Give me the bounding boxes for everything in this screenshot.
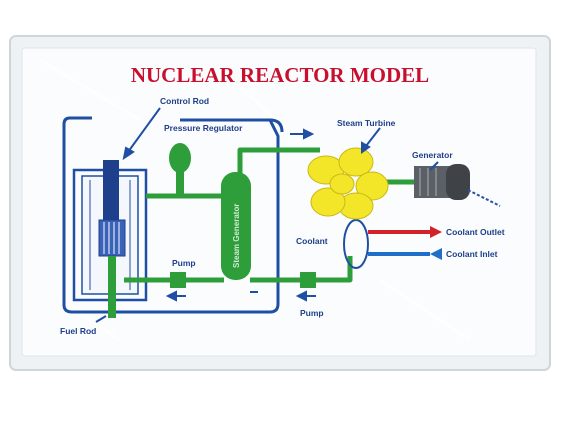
flow-arrows [165,128,316,302]
steam-turbine [307,147,389,220]
blue-frame [62,116,284,314]
fuel-core-lines [103,222,120,254]
label-control-rod: Control Rod [160,96,209,106]
page-title: NUCLEAR REACTOR MODEL [131,63,429,87]
label-pump-left: Pump [172,258,196,268]
glare-streaks [39,58,471,342]
label-pump-right: Pump [300,308,324,318]
label-generator: Generator [412,150,453,160]
steam-generator [221,172,251,280]
label-pressure-regulator: Pressure Regulator [164,123,243,133]
steam-generator-label: Steam Generator [232,204,241,268]
label-coolant-inlet: Coolant Inlet [446,249,498,259]
label-coolant: Coolant [296,236,328,246]
pressure-regulator [169,143,191,173]
pump-left-symbol [170,272,186,288]
generator-fins [419,168,437,196]
condenser-loop [343,219,369,269]
label-pointers [95,107,439,323]
label-steam-turbine: Steam Turbine [337,118,396,128]
fuel-rod [108,256,116,318]
coolant-inlet-arrow [430,248,442,260]
coolant-outlet-arrow [430,226,442,238]
control-rod-assembly [103,160,119,220]
label-fuel-rod: Fuel Rod [60,326,96,336]
generator-cap [446,164,470,200]
pressure-regulator-stem [176,172,184,196]
label-coolant-outlet: Coolant Outlet [446,227,505,237]
generator-wire [467,189,501,207]
fuel-core [98,219,126,257]
pump-right-symbol [300,272,316,288]
